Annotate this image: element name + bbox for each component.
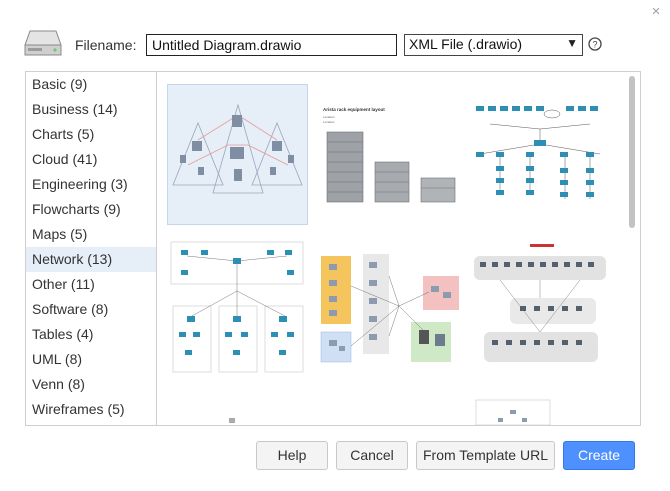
category-engineering[interactable]: Engineering (3): [32, 176, 128, 192]
template-1-preview: [172, 103, 303, 194]
format-select[interactable]: XML File (.drawio) ▼: [404, 34, 583, 56]
template-scrollbar[interactable]: [629, 76, 635, 228]
category-other[interactable]: Other (11): [32, 276, 95, 292]
template-thumb-2[interactable]: Arista rack equipment layout Location: L…: [319, 84, 460, 225]
cancel-button[interactable]: Cancel: [336, 441, 408, 470]
template-thumb-7[interactable]: [167, 388, 308, 425]
template-5-preview: [320, 254, 459, 363]
template-thumb-6[interactable]: [470, 236, 611, 377]
chevron-down-icon: ▼: [566, 36, 578, 50]
create-button[interactable]: Create: [563, 441, 635, 470]
template-6-preview: [474, 244, 606, 362]
template-thumb-1[interactable]: [167, 84, 308, 225]
svg-text:Location:: Location:: [323, 120, 335, 124]
format-select-value: XML File (.drawio): [409, 36, 523, 52]
template-thumb-4[interactable]: [167, 236, 308, 377]
filename-input[interactable]: [146, 34, 397, 56]
template-thumb-5[interactable]: [319, 236, 460, 377]
category-maps[interactable]: Maps (5): [32, 226, 88, 242]
category-basic[interactable]: Basic (9): [32, 76, 88, 92]
category-flowcharts[interactable]: Flowcharts (9): [32, 201, 121, 217]
template-grid: Arista rack equipment layout Location: L…: [157, 72, 627, 425]
filename-label: Filename:: [75, 37, 137, 53]
template-3-preview: [476, 106, 601, 199]
from-template-url-button[interactable]: From Template URL: [416, 441, 555, 470]
category-list: Basic (9) Business (14) Charts (5) Cloud…: [26, 72, 157, 425]
close-icon[interactable]: ×: [651, 3, 661, 20]
help-button[interactable]: Help: [256, 441, 328, 470]
template-4-preview: [170, 241, 304, 373]
category-uml[interactable]: UML (8): [32, 351, 83, 367]
template-2-preview: Arista rack equipment layout Location: L…: [323, 107, 456, 203]
svg-text:Arista rack equipment layout: Arista rack equipment layout: [323, 107, 385, 112]
category-software[interactable]: Software (8): [32, 301, 109, 317]
svg-text:Location:: Location:: [323, 115, 335, 119]
category-venn[interactable]: Venn (8): [32, 376, 85, 392]
category-network[interactable]: Network (13): [26, 247, 156, 272]
category-wireframes[interactable]: Wireframes (5): [32, 401, 125, 417]
category-tables[interactable]: Tables (4): [32, 326, 94, 342]
template-panel: Basic (9) Business (14) Charts (5) Cloud…: [25, 71, 641, 426]
drive-icon: [24, 30, 62, 56]
template-thumb-3[interactable]: [470, 84, 611, 225]
category-business[interactable]: Business (14): [32, 101, 118, 117]
category-cloud[interactable]: Cloud (41): [32, 151, 98, 167]
template-7-preview: [229, 418, 235, 423]
template-8-preview: [475, 399, 551, 425]
category-charts[interactable]: Charts (5): [32, 126, 95, 142]
svg-text:?: ?: [592, 40, 597, 50]
help-icon[interactable]: ?: [588, 37, 602, 51]
template-thumb-8[interactable]: [470, 388, 611, 425]
